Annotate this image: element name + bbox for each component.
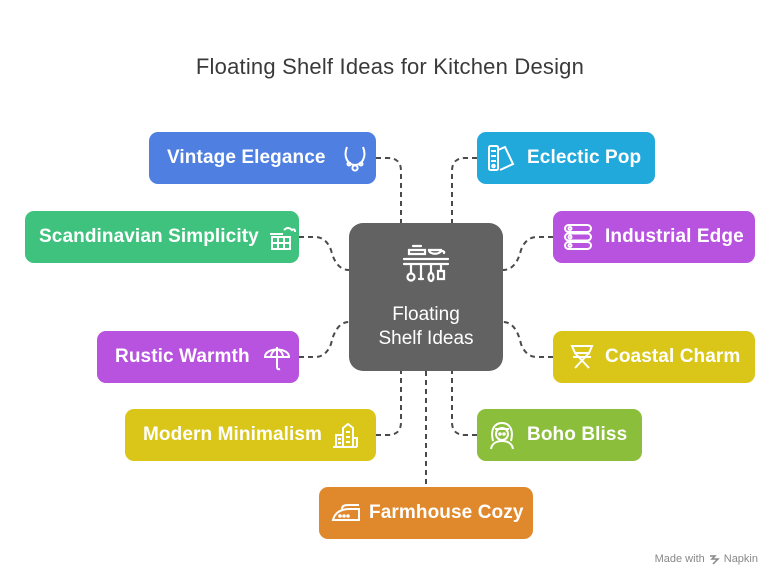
iron-icon xyxy=(329,496,363,530)
napkin-logo-icon xyxy=(709,554,720,565)
node-label: Farmhouse Cozy xyxy=(369,502,524,523)
node-modern-minimalism: Modern Minimalism xyxy=(125,409,376,461)
central-topic-line2: Shelf Ideas xyxy=(378,328,474,349)
diagram-title: Floating Shelf Ideas for Kitchen Design xyxy=(195,54,585,79)
node-label: Vintage Elegance xyxy=(167,147,326,168)
connector-eclectic-pop xyxy=(451,157,477,223)
connector-scandinavian xyxy=(299,236,350,271)
buildings-icon xyxy=(328,418,362,452)
connector-boho-bliss xyxy=(451,371,477,436)
connector-industrial-edge xyxy=(502,236,553,271)
woman-headband-icon xyxy=(485,418,519,452)
node-label: Eclectic Pop xyxy=(527,147,642,168)
pipes-icon xyxy=(561,220,595,254)
connector-rustic-warmth xyxy=(299,321,350,358)
node-industrial-edge: Industrial Edge xyxy=(553,211,755,263)
node-label: Modern Minimalism xyxy=(143,424,323,445)
umbrella-icon xyxy=(260,340,294,374)
node-label: Coastal Charm xyxy=(605,346,741,367)
node-coastal-charm: Coastal Charm xyxy=(553,331,755,383)
node-label: Industrial Edge xyxy=(605,226,744,247)
node-scandinavian-simplicity: Scandinavian Simplicity xyxy=(25,211,299,263)
node-label: Scandinavian Simplicity xyxy=(39,226,259,247)
node-eclectic-pop: Eclectic Pop xyxy=(477,132,655,184)
node-boho-bliss: Boho Bliss xyxy=(477,409,642,461)
central-topic-line1: Floating xyxy=(392,304,460,325)
made-with-napkin-watermark: Made with Napkin xyxy=(655,553,758,565)
node-label: Boho Bliss xyxy=(527,424,628,445)
node-label: Rustic Warmth xyxy=(115,346,250,367)
watermark-brand: Napkin xyxy=(723,553,758,565)
central-topic: Floating Shelf Ideas xyxy=(349,223,503,371)
connector-coastal-charm xyxy=(502,321,553,358)
node-farmhouse-cozy: Farmhouse Cozy xyxy=(319,487,533,539)
house-chimney-icon xyxy=(265,220,299,254)
color-swatch-icon xyxy=(485,141,519,175)
node-rustic-warmth: Rustic Warmth xyxy=(97,331,299,383)
beach-chair-icon xyxy=(565,340,599,374)
connector-modern-minimalism xyxy=(376,371,402,436)
kitchen-shelf-icon xyxy=(402,244,450,283)
node-vintage-elegance: Vintage Elegance xyxy=(149,132,376,184)
necklace-icon xyxy=(338,141,372,175)
watermark-text: Made with xyxy=(654,553,705,565)
connector-vintage-elegance xyxy=(376,157,402,223)
